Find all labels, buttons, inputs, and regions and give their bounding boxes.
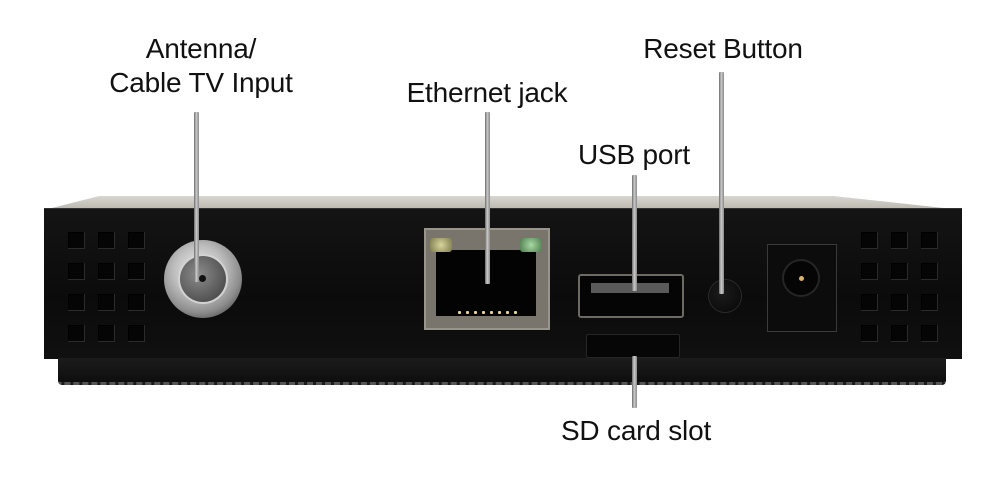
vent-slot	[891, 325, 908, 342]
sd-card-slot-label: SD card slot	[560, 415, 712, 446]
usb-leader-line	[632, 175, 637, 291]
antenna-label-line-1: Antenna/	[145, 33, 257, 64]
vent-slot	[921, 325, 938, 342]
vent-slot	[68, 294, 85, 311]
vent-slot	[98, 325, 115, 342]
reset-button	[709, 280, 741, 312]
antenna-label-line-2: Cable TV Input	[109, 67, 293, 98]
reset-button-label: Reset Button	[643, 33, 803, 64]
usb-port-tongue	[591, 283, 669, 293]
antenna-input-label: Antenna/ Cable TV Input	[96, 32, 306, 100]
left-vent-grid	[68, 232, 145, 342]
vent-slot	[68, 263, 85, 280]
vent-slot	[921, 294, 938, 311]
vent-slot	[921, 263, 938, 280]
coax-pin	[199, 275, 206, 282]
vent-slot	[98, 263, 115, 280]
reset-leader-line	[719, 72, 724, 294]
vent-slot	[98, 294, 115, 311]
ethernet-leader-line	[485, 112, 490, 284]
device-base	[58, 358, 946, 385]
vent-slot	[68, 232, 85, 249]
device-top-lid	[44, 196, 962, 210]
vent-slot	[128, 325, 145, 342]
vent-slot	[861, 325, 878, 342]
ethernet-pins	[458, 311, 517, 314]
antenna-leader-line	[194, 112, 199, 282]
vent-slot	[891, 232, 908, 249]
vent-slot	[921, 232, 938, 249]
vent-slot	[128, 232, 145, 249]
usb-port	[578, 274, 684, 318]
power-jack-pin	[799, 276, 804, 281]
vent-slot	[128, 263, 145, 280]
usb-port-label: USB port	[578, 139, 690, 170]
vent-slot	[891, 263, 908, 280]
vent-slot	[861, 294, 878, 311]
vent-slot	[68, 325, 85, 342]
sd-leader-line	[632, 356, 637, 408]
ethernet-led-left	[430, 238, 452, 252]
ethernet-led-right	[520, 238, 542, 252]
vent-slot	[128, 294, 145, 311]
vent-slot	[861, 263, 878, 280]
ethernet-jack-label: Ethernet jack	[406, 77, 568, 108]
vent-slot	[891, 294, 908, 311]
right-vent-grid	[861, 232, 938, 342]
vent-slot	[98, 232, 115, 249]
sd-card-slot	[586, 334, 680, 358]
vent-slot	[861, 232, 878, 249]
